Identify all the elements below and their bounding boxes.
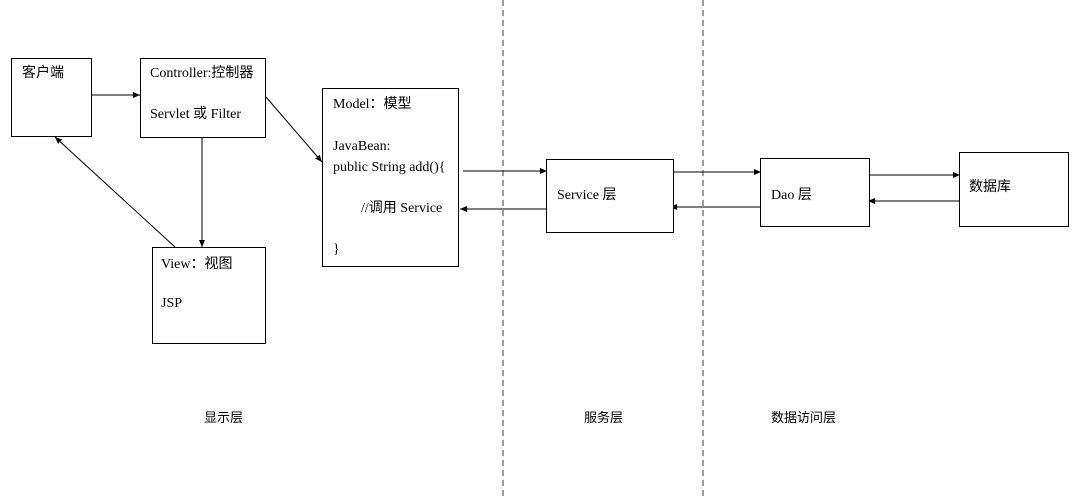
- layer-label-data-access: 数据访问层: [771, 411, 837, 426]
- node-model-line3: //调用 Service: [361, 201, 443, 216]
- layer-label-service: 服务层: [584, 411, 624, 426]
- node-client-label: 客户端: [22, 66, 64, 81]
- node-dao: Dao 层: [760, 158, 870, 227]
- node-controller: Controller:控制器 Servlet 或 Filter: [140, 58, 266, 138]
- layer-label-presentation: 显示层: [204, 411, 244, 426]
- node-model: Model：模型 JavaBean: public String add(){ …: [322, 88, 459, 267]
- node-service-label: Service 层: [557, 188, 617, 203]
- node-view: View：视图 JSP: [152, 247, 266, 344]
- node-dao-label: Dao 层: [771, 188, 812, 203]
- node-database-label: 数据库: [969, 180, 1011, 195]
- node-model-line1: JavaBean:: [333, 139, 391, 154]
- node-client: 客户端: [11, 58, 92, 137]
- node-service: Service 层: [546, 159, 674, 233]
- arrow-view-to-client: [54, 136, 176, 248]
- node-controller-title: Controller:控制器: [150, 66, 254, 81]
- node-controller-detail: Servlet 或 Filter: [150, 107, 241, 122]
- node-database: 数据库: [959, 152, 1069, 227]
- node-model-line2: public String add(){: [333, 160, 446, 175]
- node-view-detail: JSP: [161, 296, 183, 311]
- node-view-title: View：视图: [161, 257, 233, 272]
- node-model-title: Model：模型: [333, 97, 412, 112]
- node-model-line4: }: [333, 242, 340, 257]
- arrow-controller-to-model: [265, 96, 323, 163]
